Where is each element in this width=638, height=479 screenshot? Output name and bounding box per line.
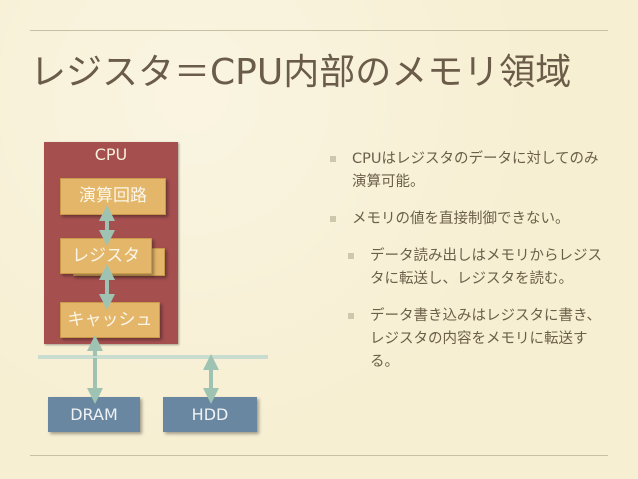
- bullet-dot-icon: [348, 253, 354, 259]
- bullet-text: データ書き込みはレジスタに書き、レジスタの内容をメモリに転送する。: [370, 308, 601, 370]
- bullet-item: メモリの値を直接制御できない。: [330, 208, 610, 231]
- bullet-text: メモリの値を直接制御できない。: [352, 211, 570, 227]
- bullet-dot-icon: [348, 313, 354, 319]
- bullet-dot-icon: [330, 156, 336, 162]
- bottom-divider: [30, 455, 608, 456]
- sub-bullet-item: データ書き込みはレジスタに書き、レジスタの内容をメモリに転送する。: [348, 305, 610, 374]
- bullet-text: データ読み出しはメモリからレジスタに転送し、レジスタを読む。: [370, 248, 602, 287]
- hdd-block: HDD: [163, 397, 257, 432]
- cache-block: キャッシュ: [60, 302, 160, 338]
- bullet-item: CPUはレジスタのデータに対してのみ演算可能。: [330, 148, 610, 194]
- dram-block: DRAM: [48, 397, 140, 432]
- sub-bullet-item: データ読み出しはメモリからレジスタに転送し、レジスタを読む。: [348, 245, 610, 291]
- cpu-label: CPU: [94, 145, 128, 164]
- bullet-text: CPUはレジスタのデータに対してのみ演算可能。: [352, 151, 599, 190]
- top-divider: [30, 30, 608, 31]
- bullet-list: CPUはレジスタのデータに対してのみ演算可能。 メモリの値を直接制御できない。 …: [330, 148, 610, 374]
- slide-title: レジスタ＝CPU内部のメモリ領域: [30, 52, 572, 93]
- bullet-dot-icon: [330, 216, 336, 222]
